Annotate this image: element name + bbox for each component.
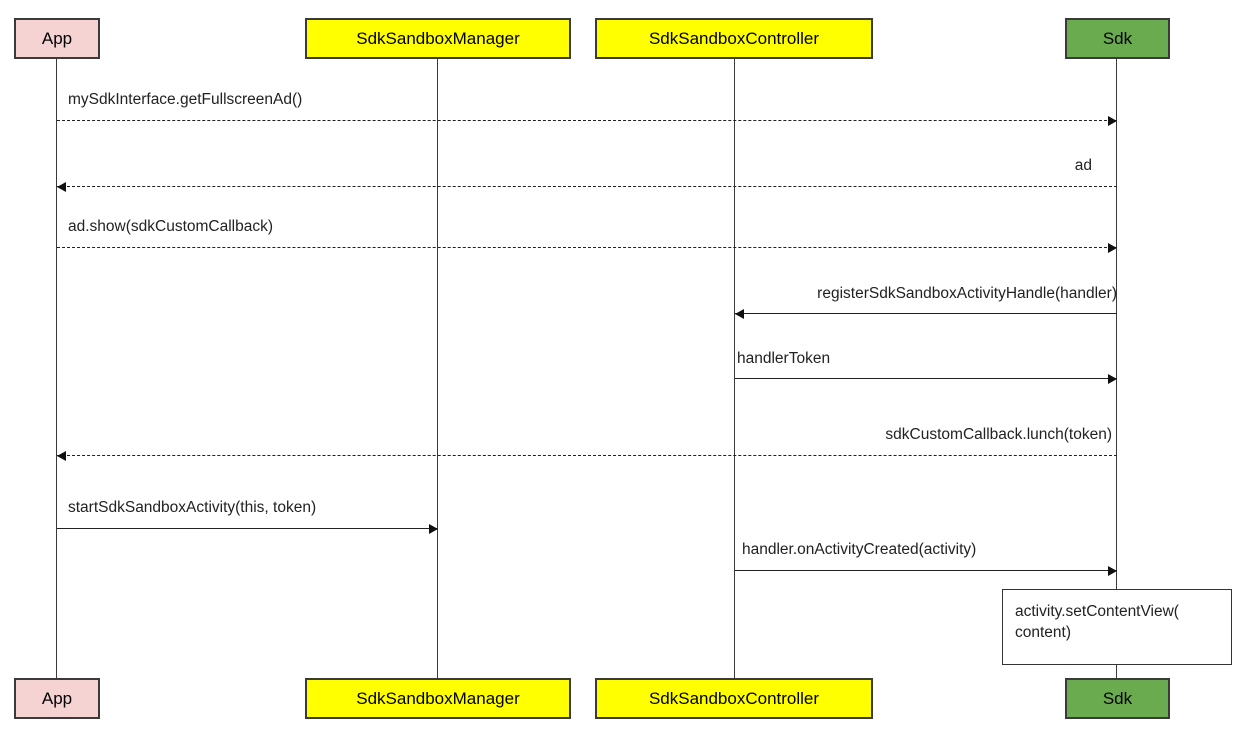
arrow-head-m1: [1108, 116, 1117, 126]
message-label-m5: handlerToken: [737, 350, 831, 367]
participant-app-header[interactable]: App: [14, 18, 100, 59]
lifeline-manager: [437, 59, 438, 678]
message-label-m2: ad: [1074, 157, 1092, 174]
participant-sdk-footer[interactable]: Sdk: [1065, 678, 1170, 719]
message-arrow-m5: [735, 378, 1117, 379]
message-label-m8: handler.onActivityCreated(activity): [742, 541, 977, 558]
participant-controller-footer[interactable]: SdkSandboxController: [595, 678, 873, 719]
message-arrow-m1: [57, 120, 1117, 121]
participant-controller-header[interactable]: SdkSandboxController: [595, 18, 873, 59]
participant-sdk-header[interactable]: Sdk: [1065, 18, 1170, 59]
message-label-m1: mySdkInterface.getFullscreenAd(): [68, 91, 303, 108]
message-label-m6: sdkCustomCallback.lunch(token): [885, 426, 1112, 443]
lifeline-sdk: [1116, 59, 1117, 678]
participant-manager-footer[interactable]: SdkSandboxManager: [305, 678, 571, 719]
arrow-head-m3: [1108, 243, 1117, 253]
message-arrow-m2: [57, 186, 1117, 187]
participant-app-footer[interactable]: App: [14, 678, 100, 719]
lifeline-controller: [734, 59, 735, 678]
note-line: activity.setContentView(: [1015, 603, 1179, 620]
arrow-head-m2: [57, 182, 66, 192]
lifeline-app: [56, 59, 57, 678]
message-arrow-m7: [57, 528, 438, 529]
arrow-head-m4: [735, 309, 744, 319]
message-label-m7: startSdkSandboxActivity(this, token): [68, 499, 317, 516]
arrow-head-m8: [1108, 566, 1117, 576]
message-arrow-m4: [735, 313, 1117, 314]
message-label-m4: registerSdkSandboxActivityHandle(handler…: [817, 285, 1117, 302]
message-arrow-m8: [735, 570, 1117, 571]
participant-manager-header[interactable]: SdkSandboxManager: [305, 18, 571, 59]
message-label-m3: ad.show(sdkCustomCallback): [68, 218, 274, 235]
note-box: activity.setContentView( content): [1002, 589, 1232, 665]
message-arrow-m3: [57, 247, 1117, 248]
arrow-head-m5: [1108, 374, 1117, 384]
arrow-head-m6: [57, 451, 66, 461]
arrow-head-m7: [429, 524, 438, 534]
note-line: content): [1015, 623, 1072, 641]
message-arrow-m6: [57, 455, 1117, 456]
